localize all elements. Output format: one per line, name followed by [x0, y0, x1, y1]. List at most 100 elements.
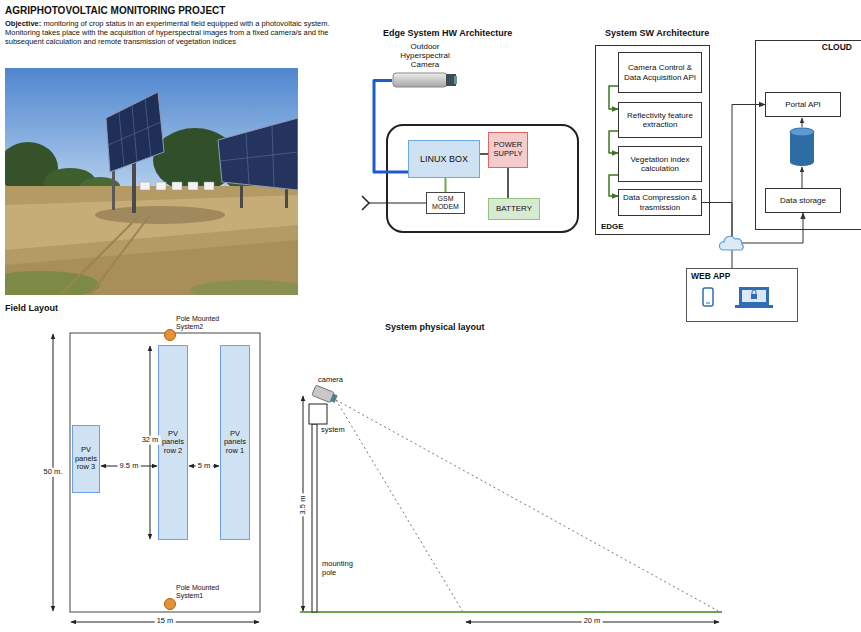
web-app-box: WEB APP: [686, 268, 798, 322]
field-photo: [246, 133, 249, 185]
section-heading: Edge System HW Architecture: [383, 28, 512, 38]
view-cone: [336, 400, 720, 612]
data-link: [445, 178, 447, 192]
objective-label: Objective:: [5, 19, 41, 28]
web-app-icons: [752, 290, 756, 294]
process-box: Data Compression & trasmission: [618, 189, 702, 216]
power-supply-box: POWER SUPPLY: [488, 132, 528, 168]
pole-system-marker: Pole Mounted System2: [163, 315, 223, 343]
system-box: [309, 404, 327, 424]
field-photo: [90, 215, 150, 295]
node-text: WEB APP: [691, 272, 730, 282]
field-outline: [70, 333, 260, 612]
node-text: Reflectivity feature extraction: [620, 111, 700, 129]
service-box: Portal API: [765, 92, 841, 117]
part-label: mounting pole: [322, 560, 362, 577]
field-photo: [5, 271, 100, 295]
power-wire: [480, 153, 488, 155]
web-app-icons: [742, 290, 766, 302]
web-app-icons: [735, 305, 773, 308]
antenna-symbol: [362, 196, 369, 210]
dimension-label: 32 m: [140, 436, 161, 445]
system-box: [309, 404, 327, 424]
process-box: Camera Control & Data Acquisition API: [618, 52, 702, 93]
field-photo: [140, 182, 150, 190]
dimension-label: 3.5 m: [299, 494, 308, 517]
antenna-symbol: [369, 202, 426, 203]
objective-paragraph: Objective:monitoring of crop status in a…: [5, 19, 350, 46]
cloud-icon: [719, 236, 743, 250]
database-symbol: [790, 132, 814, 166]
field-photo: [204, 182, 214, 190]
field-photo: [190, 280, 298, 295]
dimension-label: 5 m: [196, 462, 213, 471]
pv-row-panel: PV panels row 2: [158, 345, 188, 540]
web-app-icons: [703, 287, 773, 308]
camera-symbol: [330, 394, 338, 403]
field-outline: [70, 333, 260, 612]
node-text: PV panels row 3: [74, 446, 98, 472]
field-photo: [218, 118, 298, 190]
node-text: Data storage: [780, 196, 826, 205]
page-title: AGRIPHOTOVOLTAIC MONITORING PROJECT: [5, 5, 225, 17]
camera-symbol: [454, 76, 457, 84]
dimension-label: 50 m.: [42, 468, 65, 477]
camera-symbol: [446, 74, 456, 86]
ground-line: [300, 611, 722, 613]
orange-pole-dot: [164, 329, 176, 341]
field-photo: [145, 99, 151, 157]
camera-cable: [374, 81, 408, 172]
database-symbol: [790, 128, 814, 166]
node-text: PV panels row 1: [222, 430, 248, 456]
ground-line: [300, 612, 722, 613]
database-symbol: [790, 128, 814, 136]
camera-node: Outdoor Hyperspectral Camera: [392, 42, 458, 90]
field-photo: [220, 152, 298, 161]
node-text: PV panels row 2: [160, 430, 186, 456]
field-photo: [5, 68, 298, 295]
field-photo: [156, 182, 166, 190]
node-text: CLOUD: [822, 43, 852, 53]
storage-arrow: [802, 167, 803, 188]
field-photo: [106, 92, 164, 172]
web-app-icons: [739, 287, 769, 305]
mounting-pole: [312, 424, 317, 612]
process-box: Vegetation index calculation: [618, 146, 702, 182]
dimension-label: 9.5 m: [118, 462, 141, 471]
orange-pole-dot: [164, 598, 176, 610]
storage-arrow: [802, 118, 803, 188]
node-text: Vegetation index calculation: [620, 155, 700, 173]
node-text: Portal API: [785, 100, 821, 109]
part-label: system: [321, 426, 345, 435]
cloud-container: CLOUD Portal API Data storage: [755, 40, 861, 230]
node-text: Pole Mounted System1: [176, 584, 223, 600]
pole-system-marker: Pole Mounted System1: [163, 584, 223, 612]
field-photo: [5, 195, 298, 250]
modem-box: GSM MODEM: [426, 192, 465, 214]
storage-box: Data storage: [765, 188, 841, 213]
camera-symbol: [393, 73, 447, 87]
camera-symbol: [312, 385, 338, 404]
process-box: Reflectivity feature extraction: [618, 102, 702, 138]
web-app-icons: [706, 303, 710, 304]
field-photo: [112, 165, 115, 210]
storage-arrow: [802, 118, 803, 127]
node-text: GSM MODEM: [428, 195, 463, 211]
node-text: LINUX BOX: [420, 154, 468, 164]
camera-symbol: [392, 70, 458, 90]
objective-text: monitoring of crop status in an experime…: [5, 19, 330, 46]
node-text: Data Compression & trasmission: [620, 193, 700, 211]
web-app-icons: [751, 294, 757, 299]
node-text: POWER SUPPLY: [490, 141, 526, 158]
flow-arrow: [609, 175, 618, 196]
field-photo: [188, 182, 198, 190]
field-photo: [108, 122, 161, 145]
node-text: EDGE: [601, 222, 624, 231]
antenna-symbol: [362, 196, 426, 210]
flow-arrow: [609, 86, 618, 109]
field-photo: [272, 125, 274, 188]
